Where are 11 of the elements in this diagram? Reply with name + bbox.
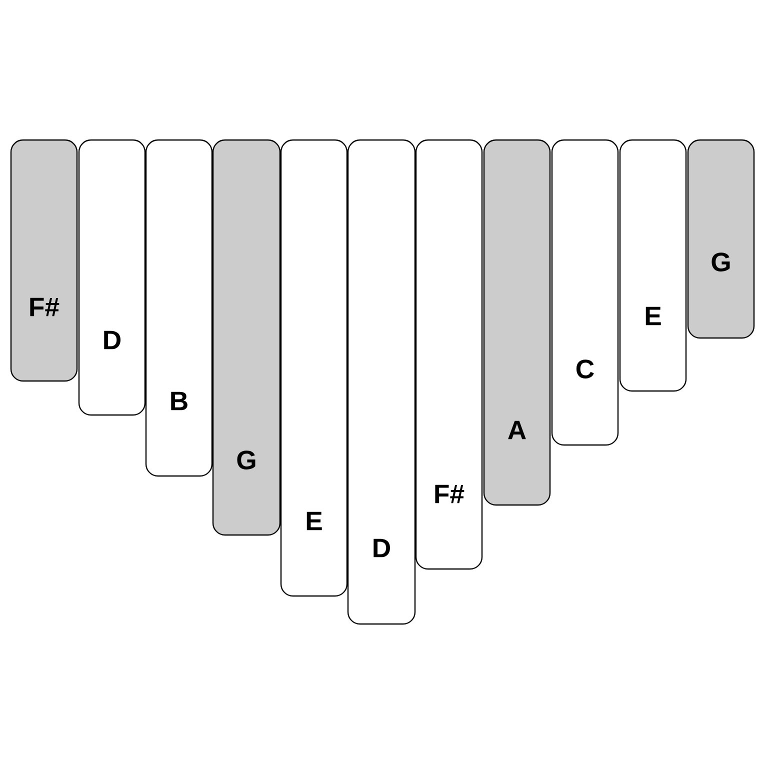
tine: F# [10,139,78,382]
tine: G [687,139,755,339]
tine: D [347,139,416,625]
tine: F# [415,139,483,570]
tine: E [280,139,348,597]
tine: B [145,139,213,477]
tine: E [619,139,687,392]
tine: A [483,139,551,506]
tine: D [78,139,146,416]
tine: G [212,139,281,536]
tine: C [551,139,619,446]
